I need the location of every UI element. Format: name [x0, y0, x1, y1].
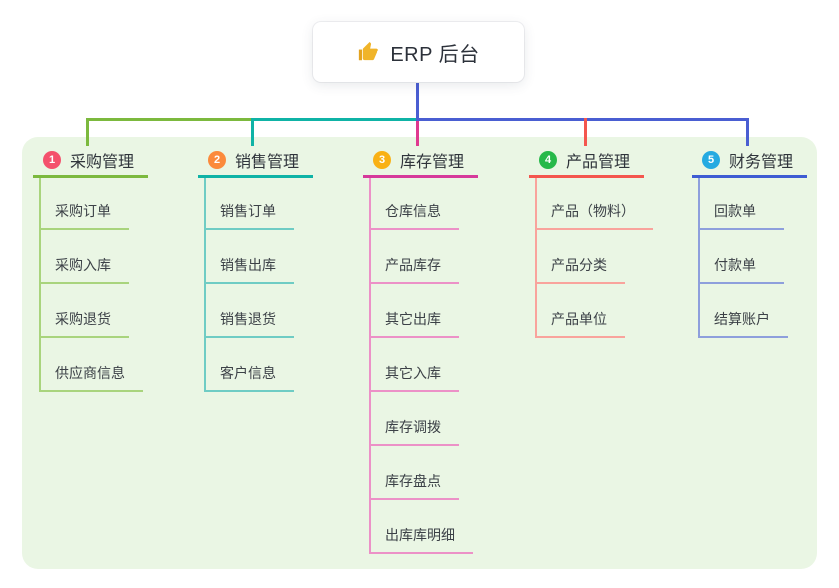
branch-product-vline — [535, 178, 537, 338]
badge-3: 3 — [373, 151, 391, 169]
node-other-inbound[interactable]: 其它入库 — [369, 338, 459, 392]
map-background-panel — [22, 137, 817, 569]
branch-finance-title[interactable]: 5 财务管理 — [692, 145, 807, 178]
thumbs-up-icon — [357, 41, 380, 64]
node-product-unit[interactable]: 产品单位 — [535, 284, 625, 338]
branch-title-label: 产品管理 — [566, 154, 631, 171]
badge-1: 1 — [43, 151, 61, 169]
node-stock-transfer[interactable]: 库存调拨 — [369, 392, 459, 446]
node-receipt-order[interactable]: 回款单 — [698, 178, 784, 230]
node-other-outbound[interactable]: 其它出库 — [369, 284, 459, 338]
node-settlement-account[interactable]: 结算账户 — [698, 284, 788, 338]
node-sales-order[interactable]: 销售订单 — [204, 178, 294, 230]
branch-sales-title[interactable]: 2 销售管理 — [198, 145, 313, 178]
connector-root-vertical — [416, 82, 419, 121]
badge-2: 2 — [208, 151, 226, 169]
branch-sales-vline — [204, 178, 206, 392]
branch-product-title[interactable]: 4 产品管理 — [529, 145, 644, 178]
branch-title-label: 库存管理 — [400, 154, 465, 171]
branch-sales-children: 销售订单 销售出库 销售退货 客户信息 — [204, 178, 294, 392]
branch-purchase-vline — [39, 178, 41, 392]
branch-title-label: 采购管理 — [70, 154, 135, 171]
node-purchase-return[interactable]: 采购退货 — [39, 284, 129, 338]
branch-purchase-children: 采购订单 采购入库 采购退货 供应商信息 — [39, 178, 143, 392]
badge-5: 5 — [702, 151, 720, 169]
branch-inventory: 3 库存管理 仓库信息 产品库存 其它出库 其它入库 库存调拨 库存盘点 出库库… — [363, 145, 523, 554]
connector-bus-green — [86, 118, 254, 121]
branch-inventory-title[interactable]: 3 库存管理 — [363, 145, 478, 178]
node-customer-info[interactable]: 客户信息 — [204, 338, 294, 392]
branch-product-children: 产品（物料） 产品分类 产品单位 — [535, 178, 653, 338]
node-product-stock[interactable]: 产品库存 — [369, 230, 459, 284]
branch-inventory-children: 仓库信息 产品库存 其它出库 其它入库 库存调拨 库存盘点 出库库明细 — [369, 178, 473, 554]
connector-drop-finance — [746, 118, 749, 146]
branch-sales: 2 销售管理 销售订单 销售出库 销售退货 客户信息 — [198, 145, 358, 392]
connector-drop-product — [584, 118, 587, 146]
node-sales-return[interactable]: 销售退货 — [204, 284, 294, 338]
connector-drop-purchase — [86, 118, 89, 146]
node-warehouse-info[interactable]: 仓库信息 — [369, 178, 459, 230]
branch-product: 4 产品管理 产品（物料） 产品分类 产品单位 — [529, 145, 689, 338]
node-stock-count[interactable]: 库存盘点 — [369, 446, 459, 500]
connector-bus-teal — [251, 118, 419, 121]
connector-drop-sales — [251, 118, 254, 146]
branch-title-label: 销售管理 — [235, 154, 300, 171]
node-outbound-detail[interactable]: 出库库明细 — [369, 500, 473, 554]
node-supplier-info[interactable]: 供应商信息 — [39, 338, 143, 392]
connector-bus-blue — [416, 118, 749, 121]
branch-title-label: 财务管理 — [729, 154, 794, 171]
badge-4: 4 — [539, 151, 557, 169]
node-payment-order[interactable]: 付款单 — [698, 230, 784, 284]
node-product-category[interactable]: 产品分类 — [535, 230, 625, 284]
node-sales-outbound[interactable]: 销售出库 — [204, 230, 294, 284]
root-node-erp[interactable]: ERP 后台 — [313, 22, 524, 82]
branch-finance: 5 财务管理 回款单 付款单 结算账户 — [692, 145, 839, 338]
branch-purchase: 1 采购管理 采购订单 采购入库 采购退货 供应商信息 — [33, 145, 193, 392]
node-purchase-inbound[interactable]: 采购入库 — [39, 230, 129, 284]
branch-finance-children: 回款单 付款单 结算账户 — [698, 178, 788, 338]
root-node-title: ERP 后台 — [390, 43, 480, 66]
branch-finance-vline — [698, 178, 700, 338]
branch-inventory-vline — [369, 178, 371, 554]
node-purchase-order[interactable]: 采购订单 — [39, 178, 129, 230]
connector-drop-inventory — [416, 121, 419, 146]
node-product-material[interactable]: 产品（物料） — [535, 178, 653, 230]
branch-purchase-title[interactable]: 1 采购管理 — [33, 145, 148, 178]
